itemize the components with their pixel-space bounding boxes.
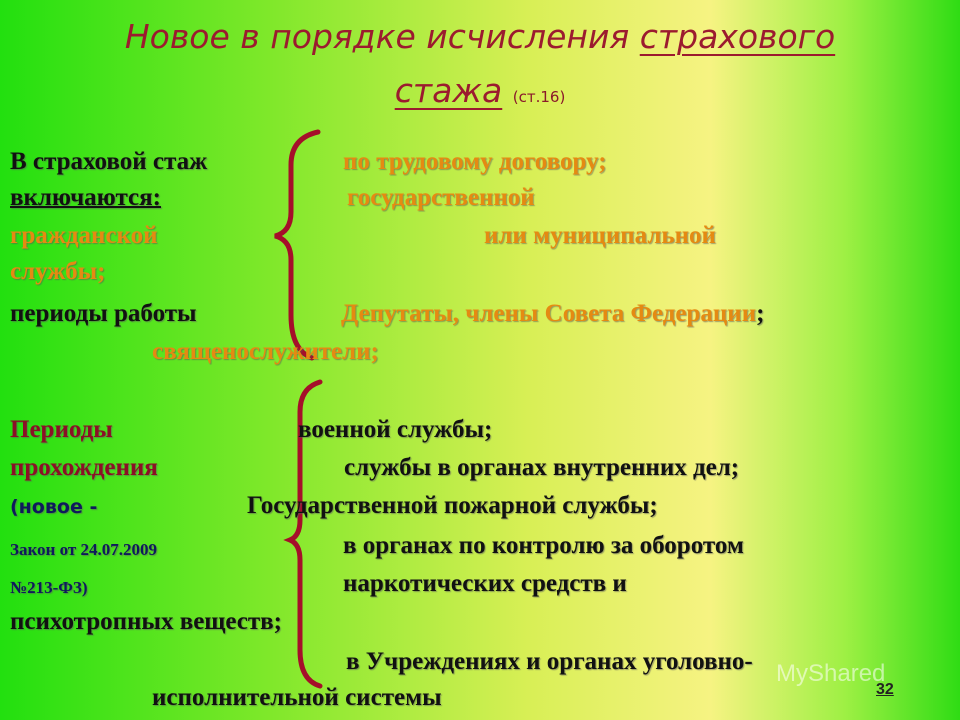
block1-item-municipal: или муниципальной xyxy=(484,222,716,249)
block2-label-1: Периоды xyxy=(10,416,113,443)
block2-item-military: военной службы; xyxy=(298,416,493,443)
block1-item-civil: гражданской xyxy=(10,222,158,249)
block1-item-state: государственной xyxy=(347,184,535,211)
title-part1: Новое в порядке исчисления xyxy=(124,17,640,56)
title-article-ref: (ст.16) xyxy=(512,88,566,106)
block1-item-service: службы; xyxy=(10,258,106,285)
brace-bottom xyxy=(283,379,323,689)
block2-item-penal: в Учреждениях и органах уголовно- xyxy=(346,648,753,675)
block2-item-narcotics: наркотических средств и xyxy=(343,570,627,597)
block2-item-psychotropic: психотропных веществ; xyxy=(10,608,282,635)
block2-label-2: прохождения xyxy=(10,454,158,481)
deputies-semicolon: ; xyxy=(756,300,765,327)
block1-item-labor-contract: по трудовому договору; xyxy=(343,148,607,175)
block1-label-2: включаются: xyxy=(10,184,161,211)
block2-item-internal-affairs: службы в органах внутренних дел; xyxy=(344,454,740,481)
block2-item-drug-control: в органах по контролю за оборотом xyxy=(343,532,744,559)
block2-item-fire-service: Государственной пожарной службы; xyxy=(247,492,658,519)
block2-note-new: (новое - xyxy=(10,496,98,518)
block2-note-law: Закон от 24.07.2009 xyxy=(10,540,157,559)
block1-label-1: В страховой стаж xyxy=(10,148,208,175)
block1-item-deputies: Депутаты, члены Совета Федерации; xyxy=(341,298,764,329)
title-part3: стажа xyxy=(394,71,503,110)
brace-top xyxy=(274,129,321,361)
page-number: 32 xyxy=(876,681,894,698)
block1-label-3: периоды работы xyxy=(10,300,197,327)
block2-item-penal-system: исполнительной системы xyxy=(152,684,442,711)
slide-title: Новое в порядке исчисления страхового ст… xyxy=(0,10,960,124)
block2-note-law-number: №213-ФЗ) xyxy=(10,578,88,597)
deputies-text: Депутаты, члены Совета Федерации xyxy=(341,300,757,327)
block1-item-clergy: священослужители; xyxy=(152,338,379,365)
title-part2: страхового xyxy=(639,17,836,56)
watermark: MyShared xyxy=(776,660,886,687)
